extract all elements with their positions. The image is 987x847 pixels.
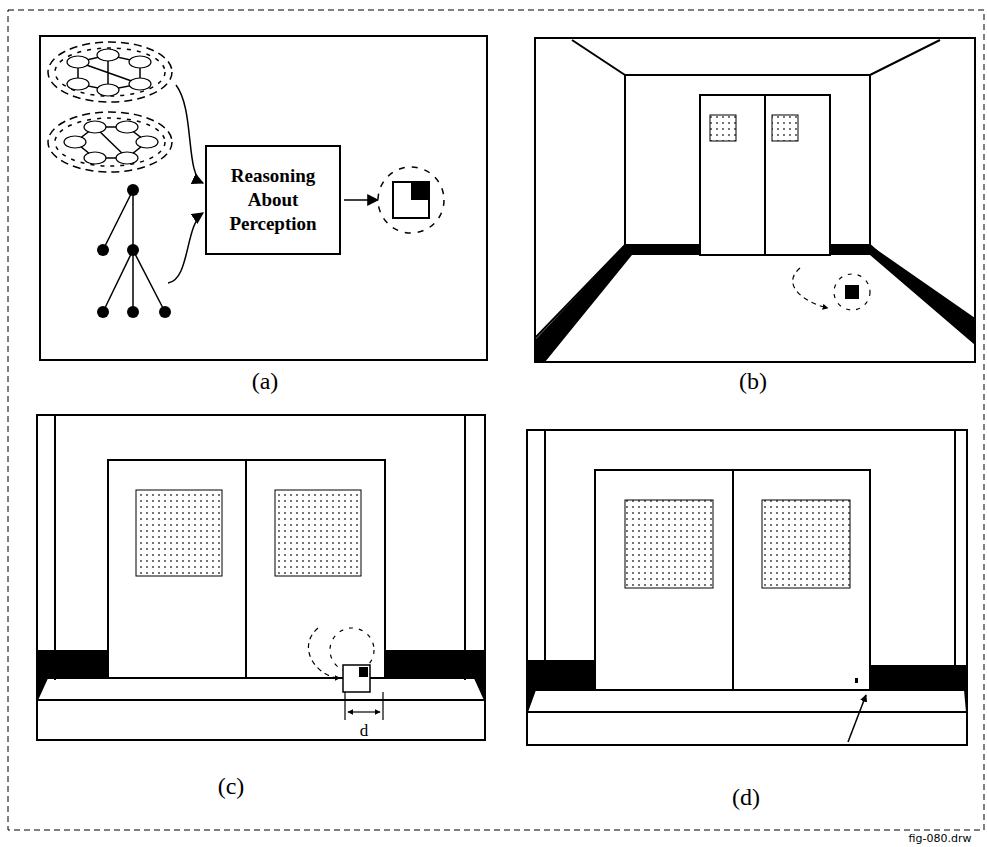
panel-caption: (c) <box>218 773 245 800</box>
box-label: Reasoning About Perception <box>217 164 329 235</box>
process-box: Reasoning About Perception <box>205 145 341 255</box>
panel-caption: (d) <box>732 784 760 811</box>
panel-caption: (b) <box>739 368 767 395</box>
file-name: fig-080.drw <box>909 832 972 845</box>
dimension-label: d <box>360 721 369 741</box>
panel-caption: (a) <box>252 368 279 395</box>
